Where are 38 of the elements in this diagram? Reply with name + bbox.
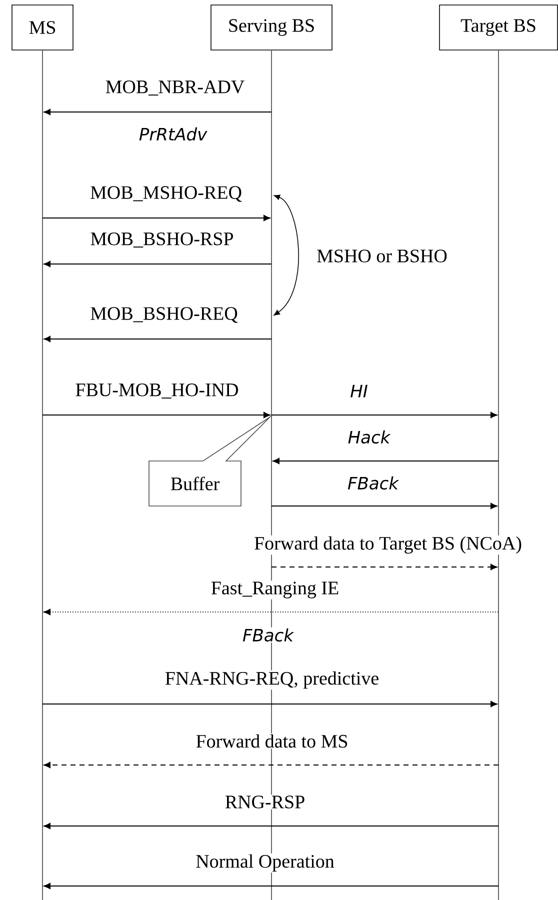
message-arrow <box>272 458 499 464</box>
message-arrow <box>44 336 272 342</box>
message-arrow <box>44 260 272 268</box>
message-arrow <box>271 564 498 570</box>
message-label: Normal Operation <box>196 854 334 872</box>
message-arrow <box>42 412 270 418</box>
participant-box: MS <box>12 4 74 50</box>
annotation-label: MSHO or BSHO <box>317 250 447 262</box>
message-label: Forward data to Target BS (NCoA) <box>254 536 522 554</box>
message-label: RNG-RSP <box>225 796 304 808</box>
message-label: PrRtAdv <box>139 127 208 141</box>
message-arrow <box>44 762 499 768</box>
message-arrow <box>44 108 272 116</box>
message-arrow <box>44 882 499 890</box>
message-arrow <box>42 214 270 222</box>
participant-box: Target BS <box>439 4 558 50</box>
message-label: Fast_Ranging IE <box>211 582 338 598</box>
message-arrow <box>44 822 499 830</box>
lifeline <box>42 50 43 900</box>
message-label: Hack <box>348 430 391 444</box>
message-label: MOB_NBR-ADV <box>106 80 244 96</box>
participant-box: Serving BS <box>210 4 332 50</box>
message-label: MOB_MSHO-REQ <box>90 186 242 202</box>
message-label: FNA-RNG-REQ, predictive <box>165 671 378 689</box>
message-label: HI <box>350 384 368 398</box>
message-label: FBack <box>242 628 294 642</box>
message-label: Forward data to MS <box>196 734 348 748</box>
lifeline <box>271 50 272 900</box>
message-arrow <box>271 412 498 418</box>
message-label: FBack <box>348 476 400 490</box>
message-arrow <box>271 502 498 510</box>
message-label: MOB_BSHO-RSP <box>90 232 234 248</box>
callout-box: Buffer <box>148 414 274 506</box>
lifeline <box>498 50 499 900</box>
message-arrow <box>42 700 498 708</box>
message-arrow <box>43 608 499 616</box>
message-label: FBU-MOB_HO-IND <box>76 384 238 399</box>
message-label: MOB_BSHO-REQ <box>90 307 238 323</box>
